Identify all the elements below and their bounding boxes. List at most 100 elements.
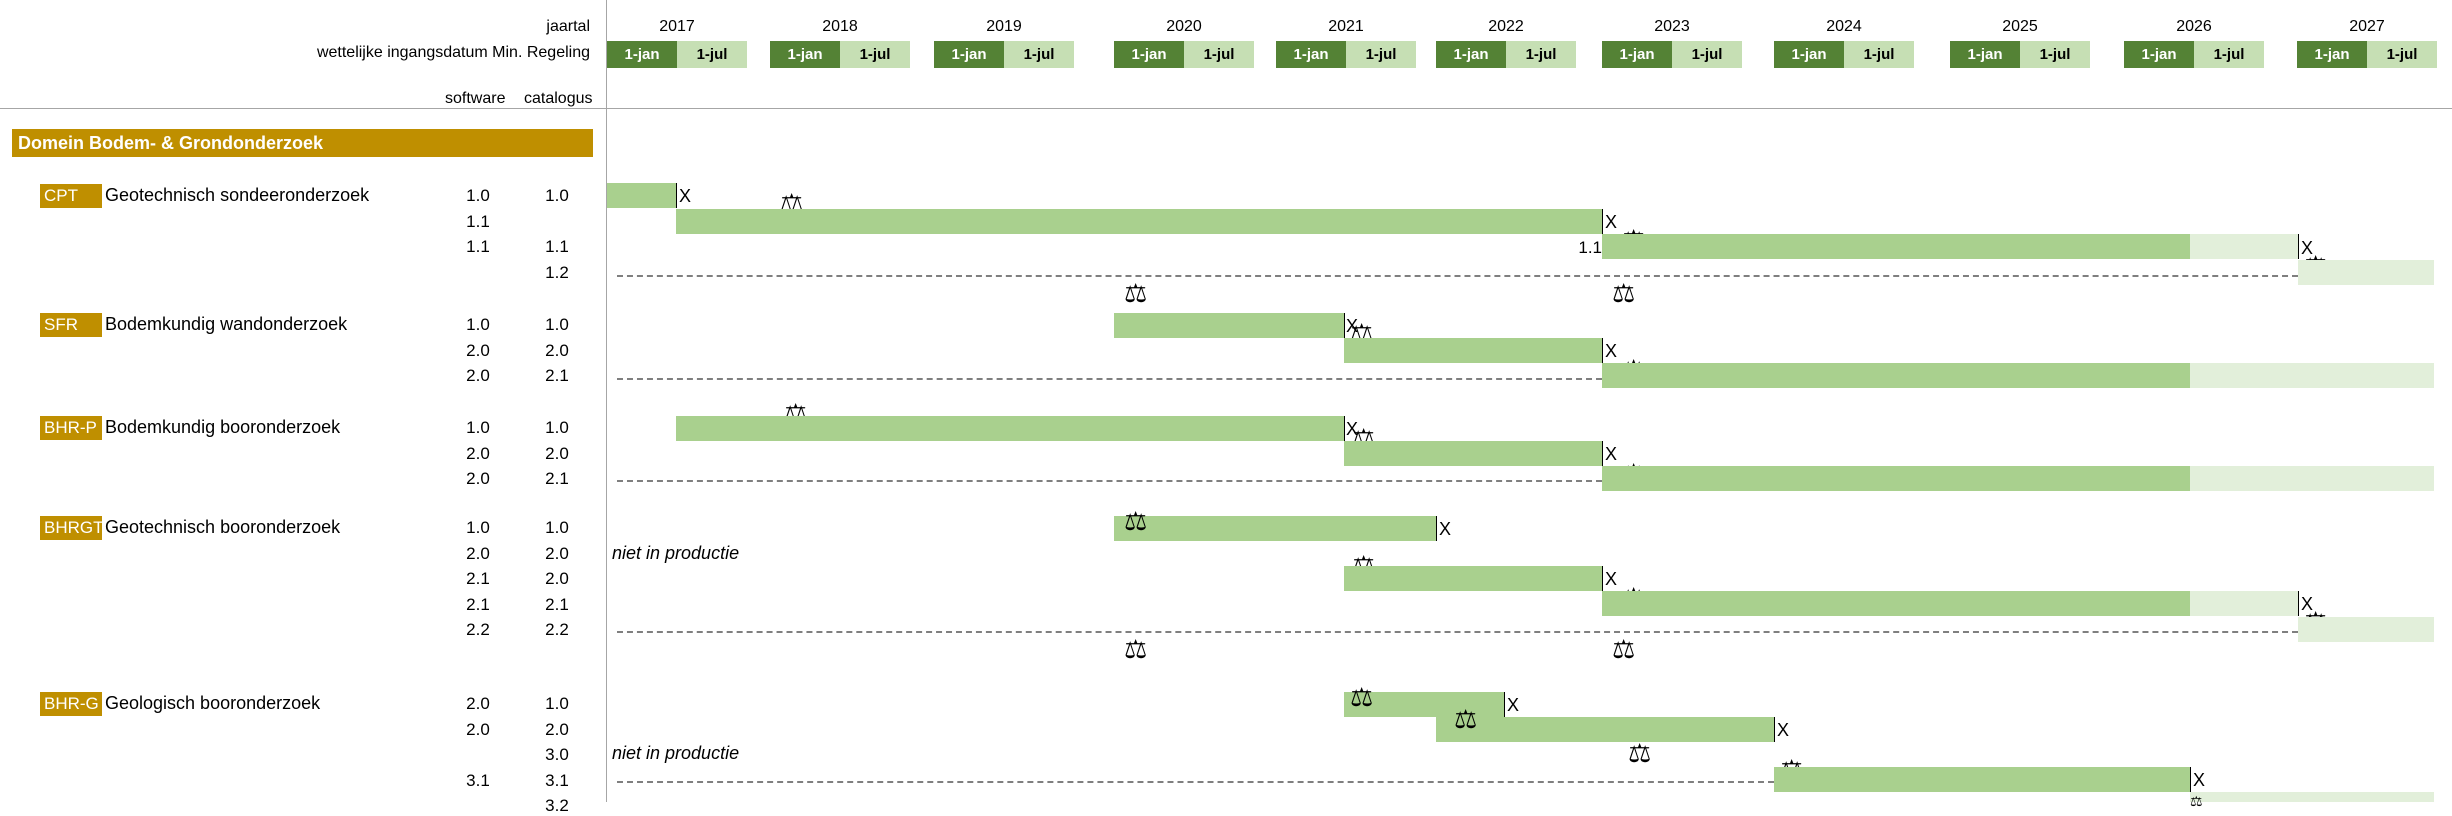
timeline-bar <box>1344 338 1602 363</box>
catalogus-version: 1.0 <box>545 518 569 537</box>
gavel-icon: ⚖ <box>1124 278 1148 308</box>
catalogus-version: 2.0 <box>545 444 569 463</box>
end-marker: X <box>2301 238 2314 258</box>
year-label: 2019 <box>986 18 1022 35</box>
jul-cell: 1-jul <box>840 41 910 68</box>
year-label: 2027 <box>2349 18 2385 35</box>
end-marker: X <box>679 186 692 206</box>
jan-cell: 1-jan <box>1950 41 2020 68</box>
dashed-line <box>617 480 1602 482</box>
jul-cell: 1-jul <box>1506 41 1576 68</box>
dashed-line <box>617 631 2298 633</box>
jul-cell: 1-jul <box>2020 41 2090 68</box>
jul-cell: 1-jul <box>1844 41 1914 68</box>
jul-cell: 1-jul <box>1184 41 1254 68</box>
catalogus-version: 2.1 <box>545 595 569 614</box>
catalogus-version: 2.1 <box>545 469 569 488</box>
jul-cell: 1-jul <box>677 41 747 68</box>
year-label: 2023 <box>1654 18 1690 35</box>
software-version: 1.1 <box>466 212 490 231</box>
software-version: 2.0 <box>466 694 490 713</box>
gavel-icon: ⚖ <box>1612 634 1636 664</box>
end-tick <box>676 183 677 208</box>
group-name-bhrg: Geologisch booronderzoek <box>105 693 321 713</box>
software-version: 1.0 <box>466 186 490 205</box>
jul-cell: 1-jul <box>2367 41 2437 68</box>
year-label: 2018 <box>822 18 858 35</box>
timeline-bar <box>1774 767 2190 792</box>
software-version: 2.0 <box>466 469 490 488</box>
end-tick <box>1344 416 1345 441</box>
jan-cell: 1-jan <box>1436 41 1506 68</box>
end-tick <box>1344 313 1345 338</box>
catalogus-version: 1.0 <box>545 315 569 334</box>
catalogus-version: 3.2 <box>545 796 569 815</box>
software-version: 1.0 <box>466 315 490 334</box>
dashed-line <box>617 781 1774 783</box>
timeline-bar-projected <box>2298 260 2434 285</box>
end-tick <box>1602 566 1603 591</box>
bar-version-label: 1.1 <box>1578 238 1602 257</box>
end-marker: X <box>1605 444 1618 464</box>
end-marker: X <box>1346 316 1359 336</box>
code-badge-bhrgt: BHRGT <box>40 516 104 540</box>
software-header: software <box>445 90 506 107</box>
end-tick <box>2298 234 2299 259</box>
timeline-bar <box>1114 313 1344 338</box>
timeline-bar-projected <box>2190 234 2298 259</box>
end-tick <box>1436 516 1437 541</box>
timeline-bar <box>1344 566 1602 591</box>
timeline-bar <box>1602 466 2190 491</box>
group-name-cpt: Geotechnisch sondeeronderzoek <box>105 185 370 205</box>
niet-in-productie-note: niet in productie <box>612 743 740 763</box>
code-badge-sfr: SFR <box>40 313 102 337</box>
year-label: 2020 <box>1166 18 1202 35</box>
software-version: 2.0 <box>466 444 490 463</box>
niet-in-productie-note: niet in productie <box>612 543 740 563</box>
group-name-bhrp: Bodemkundig booronderzoek <box>105 417 341 437</box>
catalogus-version: 2.0 <box>545 720 569 739</box>
code-badge-bhrp: BHR-P <box>40 416 102 440</box>
catalogus-version: 2.0 <box>545 544 569 563</box>
catalogus-version: 1.2 <box>545 263 569 282</box>
year-label: 2024 <box>1826 18 1862 35</box>
code-badge-bhrg: BHR-G <box>40 692 102 716</box>
software-version: 2.0 <box>466 341 490 360</box>
timeline-bar <box>676 416 1344 441</box>
catalogus-version: 3.1 <box>545 771 569 790</box>
gavel-icon: ⚖ <box>1124 506 1148 536</box>
catalogus-version: 1.0 <box>545 694 569 713</box>
timeline-bar <box>1602 591 2190 616</box>
ingangsdatum-label: wettelijke ingangsdatum Min. Regeling <box>316 44 590 61</box>
year-label: 2017 <box>659 18 695 35</box>
jan-cell: 1-jan <box>607 41 677 68</box>
end-marker: X <box>2301 594 2314 614</box>
end-tick <box>1774 717 1775 742</box>
jan-cell: 1-jan <box>934 41 1004 68</box>
jan-cell: 1-jan <box>1774 41 1844 68</box>
jan-cell: 1-jan <box>2124 41 2194 68</box>
end-marker: X <box>2193 770 2206 790</box>
header-divider <box>0 108 2452 109</box>
end-marker: X <box>1605 341 1618 361</box>
end-tick <box>1602 338 1603 363</box>
software-version: 2.0 <box>466 366 490 385</box>
end-marker: X <box>1777 720 1790 740</box>
gavel-icon: ⚖ <box>1350 682 1374 712</box>
timeline-bar <box>607 183 676 208</box>
software-version: 1.1 <box>466 237 490 256</box>
timeline-bar-projected <box>2190 591 2298 616</box>
timeline-bar <box>1114 516 1436 541</box>
end-tick <box>1602 209 1603 234</box>
catalogus-header: catalogus <box>524 90 593 107</box>
catalogus-version: 3.0 <box>545 745 569 764</box>
gavel-icon: ⚖ <box>1628 738 1652 768</box>
catalogus-version: 1.1 <box>545 237 569 256</box>
software-version: 2.2 <box>466 620 490 639</box>
timeline-bar <box>1602 363 2190 388</box>
timeline-bar <box>1344 692 1504 717</box>
gavel-icon: ⚖ <box>2190 793 2203 809</box>
end-tick <box>1504 692 1505 717</box>
timeline-bar-projected <box>2190 792 2434 802</box>
jan-cell: 1-jan <box>1114 41 1184 68</box>
